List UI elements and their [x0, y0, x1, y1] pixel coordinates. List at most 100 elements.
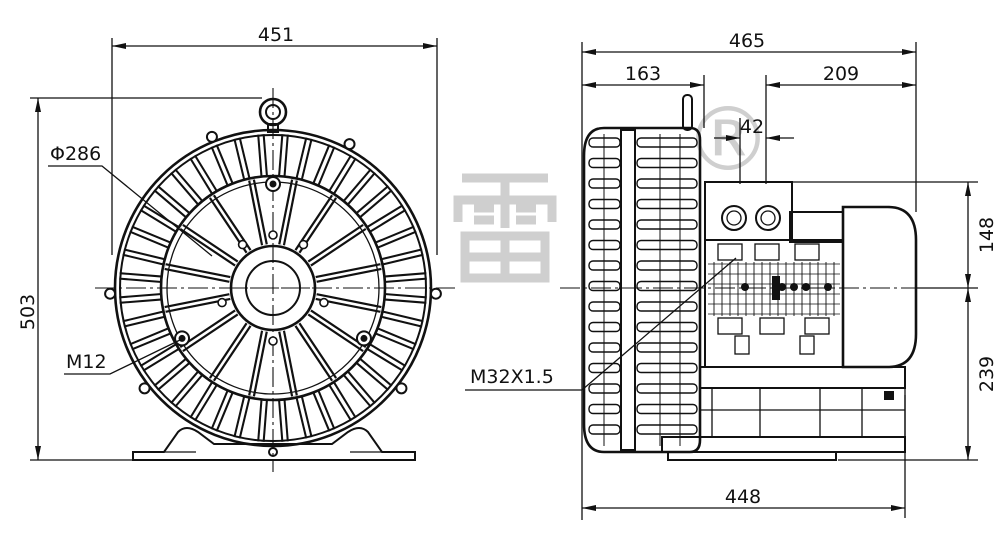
housing-fin-right — [636, 321, 698, 333]
dimension-label-448: 448 — [725, 486, 761, 508]
housing-fins — [588, 134, 698, 446]
mounting-ear — [429, 287, 442, 300]
fin-face — [345, 372, 375, 407]
fin-face — [212, 145, 232, 185]
hub-hole — [217, 297, 227, 308]
spoke-face — [164, 295, 231, 311]
housing-inner-rim — [119, 134, 427, 442]
spoke-face — [180, 311, 238, 351]
housing-fin-right — [636, 280, 698, 292]
motor — [704, 211, 844, 368]
callout-m32: M32X1.5 — [465, 257, 737, 391]
fin-face — [119, 274, 161, 281]
mounting-ear — [104, 287, 117, 300]
callout-m12: M12 — [64, 339, 181, 375]
fin-face — [357, 186, 392, 216]
spoke-face — [315, 295, 382, 311]
mounting-ear — [138, 382, 151, 395]
fin-face — [130, 329, 170, 349]
spoke-face — [250, 330, 266, 397]
fin-face — [122, 312, 164, 326]
spoke-face — [250, 179, 266, 246]
dimension-448: 448 — [582, 395, 906, 518]
spoke-face — [280, 179, 296, 246]
watermark-character-lei — [453, 173, 557, 283]
bolt-marker-dot — [178, 334, 186, 342]
housing-fin-right — [636, 137, 698, 148]
fin-face — [119, 295, 161, 302]
housing-fin-right — [636, 178, 698, 189]
fin-face — [345, 169, 375, 204]
motor-fan-cover — [841, 205, 918, 369]
base-bolt — [268, 447, 278, 457]
cable-gland-right — [755, 205, 781, 231]
dimension-label-42: 42 — [740, 116, 764, 138]
terminal-details — [717, 243, 832, 355]
housing-fin-right — [636, 403, 698, 415]
fin-face — [385, 295, 427, 302]
dimension-465: 465 — [581, 30, 917, 520]
dimension-451: 451 — [111, 24, 438, 255]
housing-fin-right — [636, 383, 698, 394]
motor-top-cap — [789, 211, 844, 243]
spoke-face — [180, 225, 238, 265]
bolt-marker-dot — [360, 334, 368, 342]
callout-label-diameter: Φ286 — [50, 143, 101, 165]
callout-label-m12: M12 — [66, 351, 107, 373]
fin-face — [382, 250, 424, 264]
housing-outer-rim — [113, 128, 433, 448]
fin-face — [368, 345, 406, 370]
fin-face — [154, 186, 189, 216]
fin-face — [191, 155, 216, 193]
dimension-239: 239 — [838, 288, 998, 461]
fin-face — [280, 400, 287, 442]
fin-face — [314, 391, 334, 431]
side-housing — [582, 94, 702, 454]
dimension-label-465: 465 — [729, 30, 765, 52]
dimension-label-451: 451 — [258, 24, 294, 46]
dimension-148: 148 — [790, 181, 998, 289]
hub-hole — [298, 239, 309, 250]
fin-face — [154, 360, 189, 390]
fin-face — [314, 145, 334, 185]
fin-face — [330, 155, 355, 193]
hub-hole — [268, 230, 278, 240]
fin-face — [259, 400, 266, 442]
front-spokes — [164, 179, 382, 397]
spoke-face — [164, 265, 231, 281]
hub-hole — [319, 297, 329, 308]
fin-face — [297, 137, 311, 179]
hub-hole — [237, 239, 248, 250]
base-marker — [884, 391, 894, 400]
bolt-marker-dot — [269, 180, 277, 188]
dimension-label-239: 239 — [976, 356, 998, 392]
cable-gland-left — [721, 205, 747, 231]
front-view: 451 503 Φ286 M12 — [17, 24, 455, 472]
dimension-label-503: 503 — [17, 294, 39, 330]
fin-face — [140, 345, 178, 370]
fin-face — [122, 250, 164, 264]
fin-face — [130, 227, 170, 247]
housing-fin-right — [636, 260, 698, 271]
dimension-label-148: 148 — [976, 217, 998, 253]
fin-face — [280, 134, 287, 176]
spoke-face — [296, 323, 336, 381]
fin-face — [140, 206, 178, 231]
housing-fin-right — [636, 239, 698, 251]
motor-body — [704, 239, 844, 368]
callout-label-m32: M32X1.5 — [470, 366, 554, 388]
fin-face — [368, 206, 406, 231]
housing-fin-right — [636, 342, 698, 353]
housing-fin-right — [636, 362, 698, 374]
fin-face — [212, 391, 232, 431]
fin-face — [171, 169, 201, 204]
spoke-face — [308, 225, 366, 265]
dimension-503: 503 — [17, 97, 262, 461]
housing-center-flange — [620, 129, 636, 451]
mounting-ears — [104, 130, 442, 395]
fin-face — [330, 383, 355, 421]
m12-bolt-markers — [174, 176, 372, 347]
callout-diameter: Φ286 — [48, 143, 213, 257]
